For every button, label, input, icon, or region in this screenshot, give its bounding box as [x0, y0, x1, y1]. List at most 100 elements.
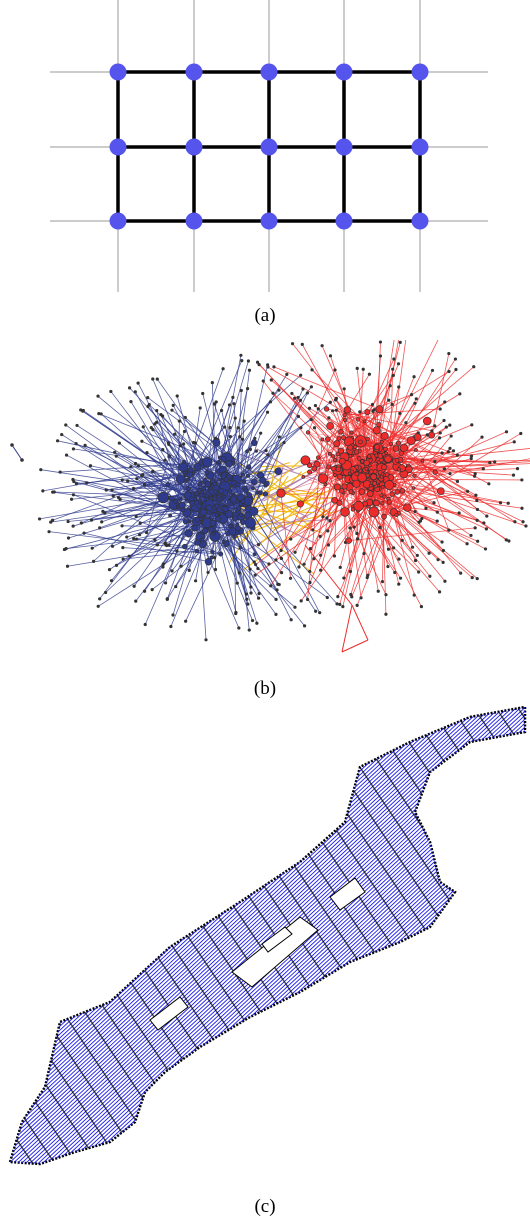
network-node — [216, 460, 221, 464]
network-edge — [133, 538, 185, 547]
network-node — [132, 536, 136, 541]
network-node — [398, 340, 402, 344]
network-node — [146, 404, 150, 409]
network-node — [201, 485, 207, 491]
network-node — [238, 435, 242, 439]
network-node — [394, 458, 400, 463]
network-node — [397, 385, 401, 389]
network-node — [481, 467, 485, 471]
network-node — [274, 558, 278, 562]
network-node — [441, 548, 446, 553]
network-node — [155, 409, 159, 413]
network-node — [215, 516, 222, 522]
network-node — [314, 609, 318, 613]
network-node — [187, 568, 191, 572]
network-node — [83, 443, 87, 447]
network-node — [328, 519, 332, 523]
network-node — [163, 542, 167, 546]
network-node — [465, 489, 470, 493]
street-edge — [10, 707, 97, 1164]
network-node — [134, 599, 138, 603]
network-node — [69, 497, 74, 501]
network-node — [331, 496, 339, 504]
network-node — [424, 506, 428, 510]
network-node — [308, 547, 313, 551]
network-edge — [273, 515, 305, 531]
street-edge — [439, 707, 525, 1164]
network-edge — [40, 469, 208, 496]
network-node — [317, 473, 329, 484]
network-node — [447, 351, 451, 356]
network-node — [204, 558, 213, 566]
network-node — [313, 403, 318, 408]
network-node — [136, 464, 140, 468]
network-node — [132, 584, 136, 588]
network-node — [210, 381, 214, 385]
network-node — [307, 406, 312, 410]
street-edge — [10, 707, 525, 1164]
network-node — [249, 591, 253, 595]
network-node — [169, 624, 173, 629]
network-node — [372, 426, 381, 435]
network-node — [390, 402, 394, 406]
network-node — [246, 602, 250, 606]
network-edge — [309, 453, 339, 572]
network-node — [178, 444, 183, 448]
network-node — [182, 519, 188, 525]
network-node — [257, 363, 261, 367]
network-node — [171, 403, 175, 407]
street-edge — [519, 707, 525, 1164]
network-node — [253, 573, 257, 577]
network-node — [74, 482, 78, 486]
network-node — [255, 621, 259, 625]
network-node — [308, 580, 312, 585]
network-node — [188, 496, 195, 502]
network-node — [323, 406, 330, 412]
graph-node — [185, 212, 203, 230]
network-edge — [309, 404, 393, 466]
network-edge — [339, 476, 346, 512]
network-node — [328, 354, 333, 358]
network-nodes — [10, 340, 528, 642]
network-node — [250, 618, 255, 623]
network-node — [131, 486, 136, 491]
network-node — [182, 459, 187, 464]
network-node — [371, 409, 375, 413]
network-node — [161, 565, 165, 569]
network-node — [99, 412, 103, 416]
graph-node — [260, 138, 278, 156]
network-node — [392, 445, 400, 452]
network-node — [398, 576, 403, 580]
street-edge — [10, 707, 163, 1164]
network-node — [381, 513, 387, 520]
network-node — [513, 520, 517, 524]
network-node — [449, 434, 453, 438]
network-node — [249, 506, 259, 516]
network-node — [459, 571, 463, 575]
street-edge — [448, 707, 525, 1164]
network-node — [214, 513, 219, 517]
network-node — [234, 530, 240, 536]
street-edge — [427, 707, 525, 1164]
network-node — [96, 604, 100, 608]
network-node — [199, 537, 205, 543]
network-node — [476, 539, 480, 543]
network-node — [397, 582, 401, 586]
network-node — [129, 400, 133, 404]
polarized-network-diagram — [10, 340, 530, 653]
network-node — [388, 441, 394, 447]
network-node — [282, 441, 286, 445]
network-node — [435, 510, 439, 514]
network-node — [520, 478, 524, 482]
network-node — [173, 499, 178, 504]
network-node — [301, 475, 306, 479]
network-node — [335, 466, 342, 472]
network-node — [353, 444, 358, 450]
network-node — [258, 490, 263, 496]
street-edge — [10, 707, 522, 1164]
network-node — [212, 402, 216, 406]
network-node — [163, 458, 167, 462]
network-node — [242, 419, 246, 423]
network-node — [428, 574, 432, 578]
street-edge — [414, 707, 525, 1164]
